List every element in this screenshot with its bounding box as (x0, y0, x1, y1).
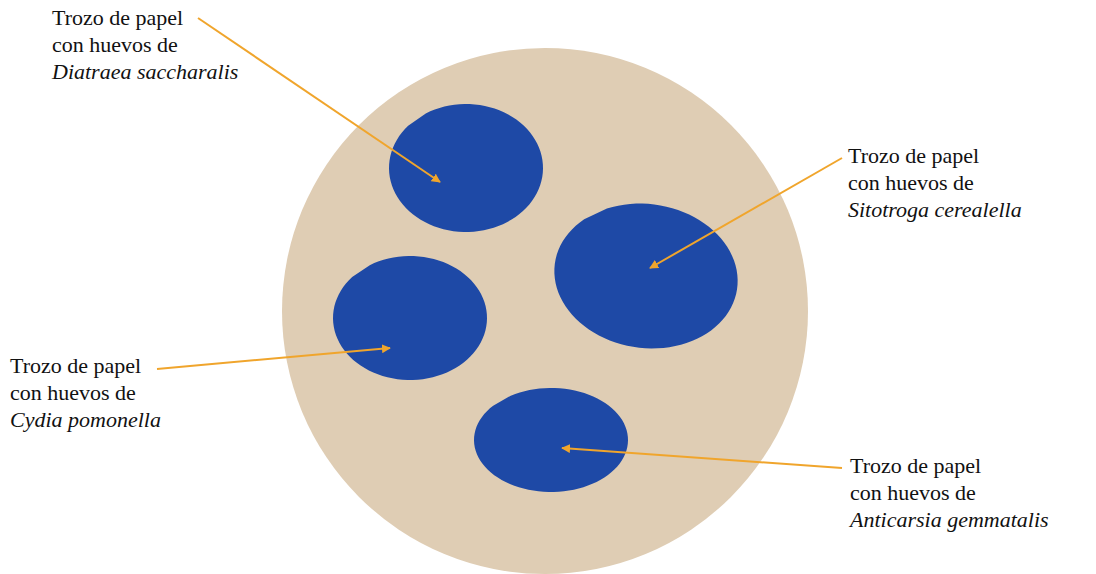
dish-disc (282, 48, 808, 574)
paper-piece (545, 192, 747, 360)
leader-line (562, 448, 842, 468)
label-text: Trozo de papel con huevos de (850, 452, 1010, 506)
callout-label: Trozo de papel con huevos deSitotroga ce… (848, 142, 1022, 223)
species-name: Diatraea saccharalis (52, 58, 238, 85)
label-text: Trozo de papel con huevos de (52, 4, 212, 58)
paper-piece (474, 388, 628, 492)
species-name: Cydia pomonella (10, 406, 170, 433)
leader-line (650, 158, 842, 268)
label-text: Trozo de papel con huevos de (848, 142, 1008, 196)
paper-piece (333, 256, 487, 380)
callout-label: Trozo de papel con huevos deDiatraea sac… (52, 4, 238, 85)
species-name: Anticarsia gemmatalis (850, 506, 1049, 533)
label-text: Trozo de papel con huevos de (10, 352, 170, 406)
leader-line (198, 18, 440, 182)
paper-piece (389, 104, 543, 232)
leader-line (157, 348, 390, 369)
callout-label: Trozo de papel con huevos deAnticarsia g… (850, 452, 1049, 533)
callout-label: Trozo de papel con huevos deCydia pomone… (10, 352, 170, 433)
species-name: Sitotroga cerealella (848, 196, 1022, 223)
